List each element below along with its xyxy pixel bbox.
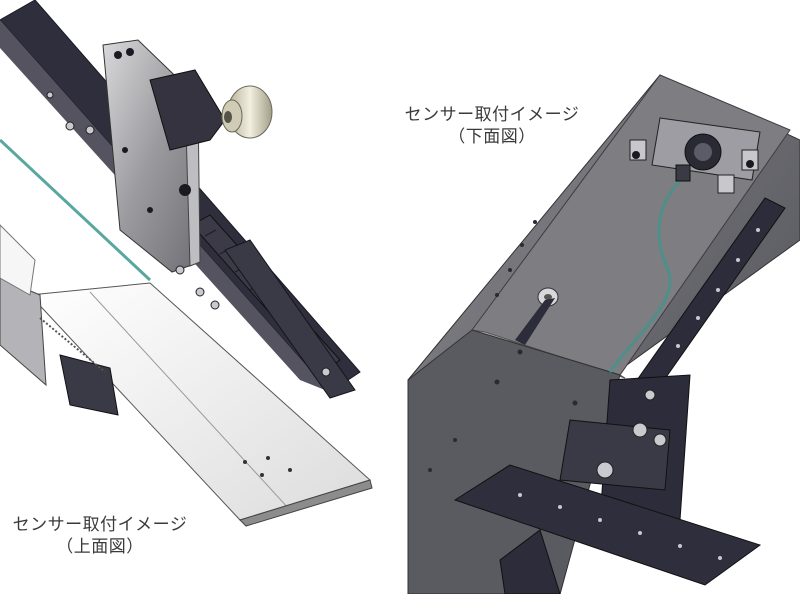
stop-washer [515,287,559,345]
cable-gland [675,164,691,182]
side-bar-holes [676,228,760,348]
roller [221,85,273,139]
bottom-view-title: センサー取付イメージ [404,105,580,125]
sheet-guide-tip [239,479,373,527]
base-plate [453,464,762,586]
mount-block [559,374,691,521]
bottom-view-subtitle: （下面図） [448,127,536,147]
top-view-caption: センサー取付イメージ （上面図） [0,514,200,558]
sensor-cable [608,173,687,373]
top-view-title: センサー取付イメージ [12,515,188,535]
plate-bolts [114,48,191,213]
left-white-band [0,224,36,296]
top-view-subtitle: （上面図） [56,537,144,557]
rail-teal-strip [0,138,152,282]
motor-block [149,69,226,151]
bottom-view-caption: センサー取付イメージ （下面図） [372,104,612,148]
under-support [59,354,119,416]
sheet-holes [243,456,292,477]
sheet-guide-fold [89,291,291,511]
housing-holes [428,220,578,472]
bottom-rail [499,529,561,594]
bottom-view-assembly [407,74,800,594]
lower-bracket [224,239,356,399]
top-view-assembly [0,0,373,527]
rail-bolts [46,91,331,377]
